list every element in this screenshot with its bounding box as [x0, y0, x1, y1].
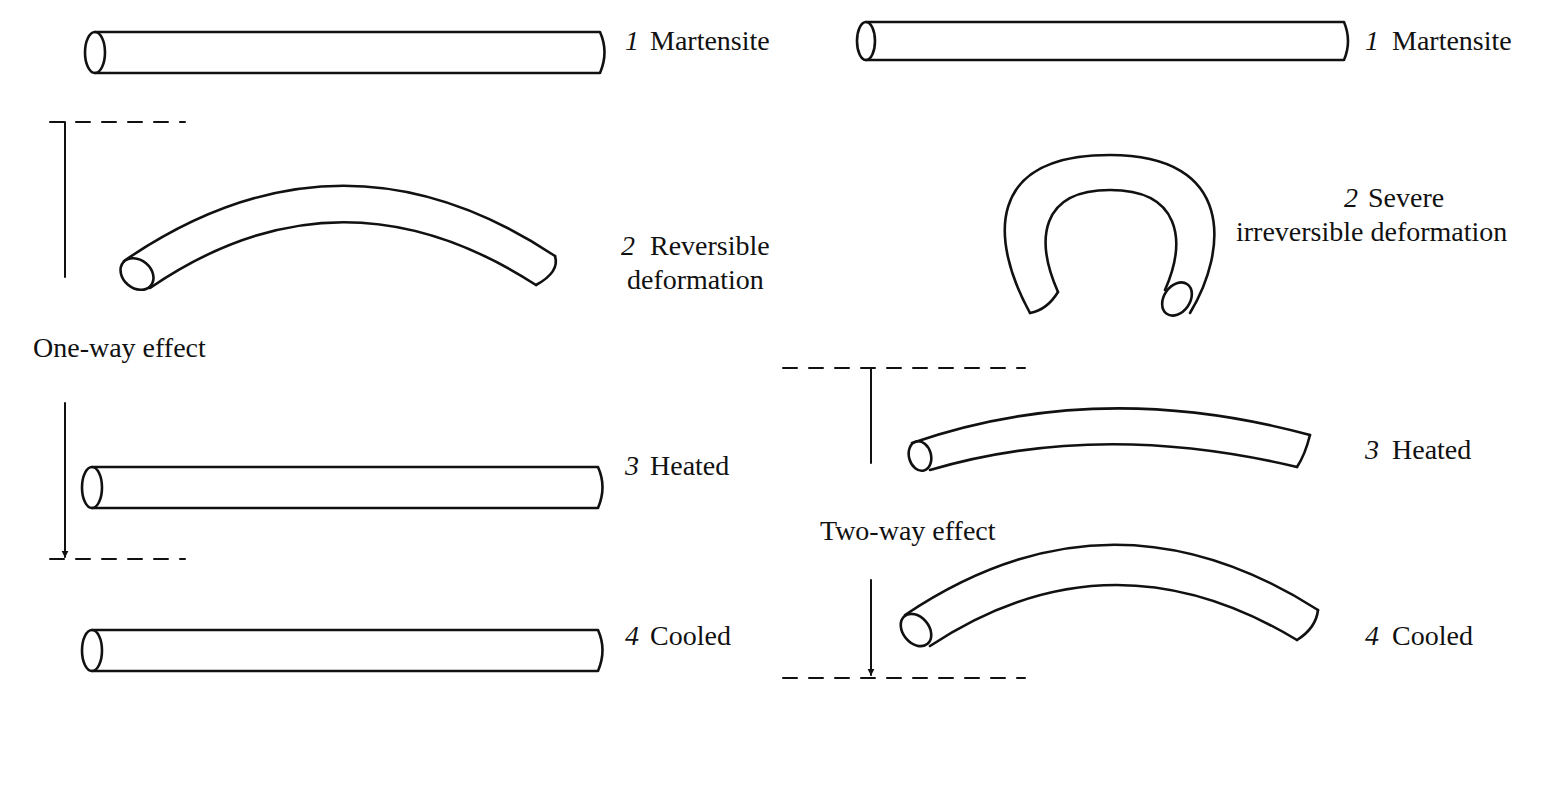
state-label: Heated — [1392, 433, 1471, 467]
state-label: Martensite — [650, 24, 770, 58]
straight-tube — [82, 630, 603, 671]
callout-number: 2 — [621, 229, 635, 263]
callout-number: 1 — [625, 24, 639, 58]
state-label: Martensite — [1392, 24, 1512, 58]
callout-number: 4 — [1365, 619, 1379, 653]
straight-tube — [82, 467, 603, 508]
bent-tube — [894, 545, 1318, 652]
state-label: Severe irreversible deformation — [1236, 181, 1552, 249]
callout-number: 4 — [625, 619, 639, 653]
callout-number: 3 — [1365, 433, 1379, 467]
effect-label: One-way effect — [33, 331, 206, 365]
straight-tube — [857, 22, 1348, 60]
slightly-bent-tube — [905, 408, 1310, 473]
state-label: Cooled — [650, 619, 731, 653]
callout-number: 1 — [1365, 24, 1379, 58]
callout-number: 3 — [625, 449, 639, 483]
effect-label: Two-way effect — [820, 514, 996, 548]
state-label: Cooled — [1392, 619, 1473, 653]
callout-number: 2 — [1344, 181, 1358, 215]
state-label: Heated — [650, 449, 729, 483]
bracket-arrow — [783, 368, 1025, 678]
horseshoe-tube — [1005, 155, 1215, 321]
state-label: Reversible deformation — [627, 229, 799, 297]
bent-tube — [114, 186, 556, 297]
straight-tube — [85, 32, 605, 73]
